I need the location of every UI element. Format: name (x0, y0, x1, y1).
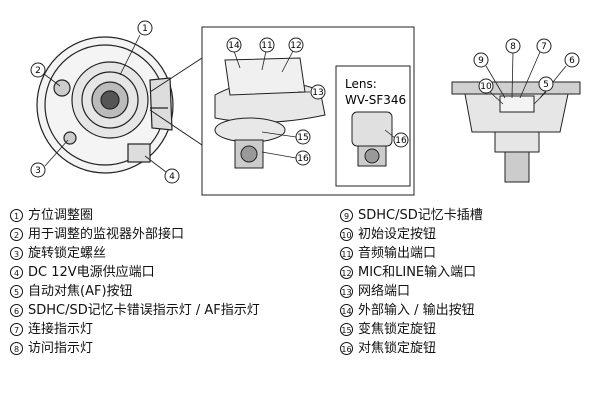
callout-12: 12 (288, 37, 304, 53)
svg-text:7: 7 (541, 42, 547, 52)
callout-16b: 16 (393, 132, 409, 148)
legend-item: 12 MIC和LINE输入端口 (340, 263, 483, 282)
lens-model: WV-SF346 (345, 93, 406, 107)
callout-1: 1 (137, 20, 153, 36)
svg-text:4: 4 (169, 172, 175, 182)
legend-number: 2 (10, 228, 23, 241)
legend-number: 13 (340, 285, 353, 298)
svg-text:10: 10 (480, 82, 492, 92)
callout-10: 10 (478, 78, 494, 94)
closeup-drawing (214, 57, 326, 169)
svg-text:11: 11 (261, 41, 272, 51)
legend-number: 12 (340, 266, 353, 279)
legend-number: 3 (10, 247, 23, 260)
legend-text: 对焦锁定旋钮 (358, 341, 437, 356)
legend-item: 5 自动对焦(AF)按钮 (10, 282, 260, 301)
legend-text: 外部输入 / 输出按钮 (358, 303, 475, 318)
legend-text: 网络端口 (358, 284, 411, 299)
legend-number: 4 (10, 266, 23, 279)
legend-number: 10 (340, 228, 353, 241)
legend-number: 1 (10, 209, 23, 222)
legend-item: 7 连接指示灯 (10, 320, 260, 339)
callout-3: 3 (30, 162, 46, 178)
svg-text:3: 3 (35, 166, 41, 176)
callout-8: 8 (505, 38, 521, 54)
legend-number: 14 (340, 304, 353, 317)
legend-item: 16 对焦锁定旋钮 (340, 339, 483, 358)
svg-text:13: 13 (312, 88, 323, 98)
callout-6: 6 (564, 52, 580, 68)
svg-text:2: 2 (35, 66, 41, 76)
callout-5: 5 (538, 76, 554, 92)
svg-text:8: 8 (510, 42, 516, 52)
legend-text: 变焦锁定旋钮 (358, 322, 437, 337)
legend-right: 9 SDHC/SD记忆卡插槽 10 初始设定按钮 11 音频输出端口 12 MIC和LINE输… (340, 206, 483, 358)
callout-16a: 16 (295, 150, 311, 166)
legend-left: 1 方位调整圈 2 用于调整的监视器外部接口 3 旋转锁定螺丝 4 DC 12V电源供应端口 5… (10, 206, 260, 358)
legend-item: 13 网络端口 (340, 282, 483, 301)
legend-text: DC 12V电源供应端口 (28, 265, 155, 280)
lens-label: Lens: (345, 77, 377, 91)
callout-15: 15 (295, 129, 311, 145)
legend-item: 11 音频输出端口 (340, 244, 483, 263)
legend-number: 15 (340, 323, 353, 336)
legend-item: 15 变焦锁定旋钮 (340, 320, 483, 339)
svg-text:9: 9 (478, 56, 484, 66)
callout-9: 9 (473, 52, 489, 68)
callout-14: 14 (226, 37, 242, 53)
svg-text:1: 1 (142, 24, 148, 34)
legend-text: 连接指示灯 (28, 322, 94, 337)
legend-item: 10 初始设定按钮 (340, 225, 483, 244)
camera-side-view (451, 81, 581, 183)
svg-text:12: 12 (290, 41, 301, 51)
legend-number: 6 (10, 304, 23, 317)
svg-text:16: 16 (395, 136, 407, 146)
lens-inset (335, 65, 411, 187)
legend-text: 音频输出端口 (358, 246, 437, 261)
legend-number: 8 (10, 342, 23, 355)
legend-item: 9 SDHC/SD记忆卡插槽 (340, 206, 483, 225)
svg-text:15: 15 (297, 133, 308, 143)
legend-text: MIC和LINE输入端口 (358, 265, 477, 280)
svg-text:5: 5 (543, 80, 549, 90)
svg-text:16: 16 (297, 154, 309, 164)
callout-4: 4 (164, 168, 180, 184)
legend-text: 旋转锁定螺丝 (28, 246, 107, 261)
camera-top-view (36, 36, 174, 174)
legend-item: 1 方位调整圈 (10, 206, 260, 225)
svg-text:6: 6 (569, 56, 575, 66)
legend-item: 14 外部输入 / 输出按钮 (340, 301, 483, 320)
legend-text: 初始设定按钮 (358, 227, 437, 242)
legend-text: 方位调整圈 (28, 208, 94, 223)
legend-text: 自动对焦(AF)按钮 (28, 284, 133, 299)
legend-text: SDHC/SD记忆卡插槽 (358, 208, 483, 223)
legend-item: 8 访问指示灯 (10, 339, 260, 358)
legend-number: 5 (10, 285, 23, 298)
camera-diagram: Lens: WV-SF346 1 2 3 4 5 6 7 8 9 10 (30, 20, 581, 196)
legend-item: 4 DC 12V电源供应端口 (10, 263, 260, 282)
legend-number: 9 (340, 209, 353, 222)
callout-13: 13 (310, 84, 326, 100)
legend-item: 2 用于调整的监视器外部接口 (10, 225, 260, 244)
svg-text:14: 14 (228, 41, 240, 51)
callout-7: 7 (536, 38, 552, 54)
callout-2: 2 (30, 62, 46, 78)
legend-item: 3 旋转锁定螺丝 (10, 244, 260, 263)
legend-text: SDHC/SD记忆卡错误指示灯 / AF指示灯 (28, 303, 260, 318)
callout-11: 11 (259, 37, 275, 53)
legend-number: 7 (10, 323, 23, 336)
legend-number: 11 (340, 247, 353, 260)
legend-item: 6 SDHC/SD记忆卡错误指示灯 / AF指示灯 (10, 301, 260, 320)
legend-number: 16 (340, 342, 353, 355)
legend-text: 用于调整的监视器外部接口 (28, 227, 185, 242)
legend-text: 访问指示灯 (28, 341, 94, 356)
